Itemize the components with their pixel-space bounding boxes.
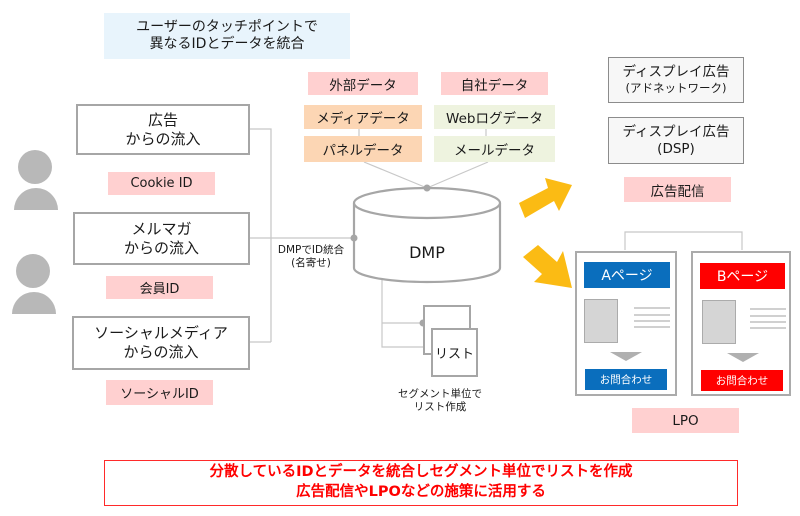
dmp-label: DMP [380,240,474,264]
header-note-line1: ユーザーのタッチポイントで [136,18,318,35]
connector-dmp-list [381,280,428,348]
panel-data-box: パネルデータ [304,136,422,162]
source-title: ソーシャルメディア [94,324,228,343]
page-a-cta-button: お問合わせ [585,369,667,390]
summary-box: 分散しているIDとデータを統合しセグメント単位でリストを作成 広告配信やLPOな… [104,460,738,506]
summary-line1: 分散しているIDとデータを統合しセグメント単位でリストを作成 [209,464,633,481]
landing-page-a: Aページ お問合わせ [575,251,677,396]
ad-box-title: ディスプレイ広告 [622,123,730,140]
page-a-image-placeholder [584,299,618,343]
page-a-cta-text: お問合わせ [599,374,653,386]
ad-box-dsp: ディスプレイ広告 (DSP) [608,117,744,164]
source-box-ad: 広告 からの流入 [76,104,250,155]
dmp-cylinder-top [352,186,502,220]
weblog-data-box: Webログデータ [434,105,555,129]
list-label: リスト [434,347,474,362]
external-data-label: 外部データ [308,72,418,95]
media-data-box: メディアデータ [304,105,422,129]
source-subtitle: からの流入 [123,343,199,361]
lpo-label-text: LPO [672,412,699,429]
page-b-cta-text: お問合わせ [715,375,769,387]
page-a-text-line [634,314,670,316]
user-icon [10,254,56,314]
dmp-cylinder [352,186,502,284]
connector-mail-dmp [426,161,489,189]
dot-dmp-top [423,184,431,192]
user-icon-body [14,188,58,210]
id-badge-text: Cookie ID [130,176,193,191]
integration-label-line2: (名寄せ) [291,257,331,269]
dmp-label-text: DMP [409,242,445,262]
page-b-cta-button: お問合わせ [701,370,783,391]
weblog-data-text: Webログデータ [446,111,543,127]
internal-data-label-text: 自社データ [460,77,529,94]
user-icon [12,150,58,210]
connector-ad [250,128,272,342]
header-note: ユーザーのタッチポイントで 異なるIDとデータを統合 [104,13,350,59]
user-icon-body [12,292,56,314]
page-b-header: Bページ [700,263,785,289]
list-caption: セグメント単位で リスト作成 [383,386,497,416]
page-a-title: Aページ [601,268,653,284]
arrow-down-right-icon [523,245,572,288]
media-data-text: メディアデータ [316,111,410,127]
header-note-line2: 異なるIDとデータを統合 [149,36,305,52]
user-icon-head [18,150,52,184]
integration-label-line1: DMPでID統合 [277,243,345,256]
page-a-text-line [634,326,670,328]
integration-label: DMPでID統合 (名寄せ) [268,242,354,272]
page-b-title: Bページ [716,269,769,285]
ad-box-subtitle: (DSP) [657,140,695,157]
source-box-mail: メルマガ からの流入 [73,212,250,265]
page-b-text-line [750,321,786,323]
id-badge-text: ソーシャルID [120,387,199,402]
landing-page-b: Bページ お問合わせ [691,251,791,396]
page-a-text-line [634,320,670,322]
list-caption-line1: セグメント単位で [398,387,482,400]
page-a-header: Aページ [584,262,670,288]
list-caption-line2: リスト作成 [413,401,467,413]
page-b-image-placeholder [702,300,736,344]
external-data-label-text: 外部データ [329,77,397,94]
page-b-text-line [750,315,786,317]
internal-data-label: 自社データ [441,72,548,95]
id-badge-member: 会員ID [106,276,213,299]
source-subtitle: からの流入 [123,238,199,257]
user-icon-head [16,254,50,288]
lpo-label: LPO [632,408,739,433]
arrow-up-right-icon [519,178,572,218]
ad-box-title: ディスプレイ広告 [622,64,730,81]
id-badge-social: ソーシャルID [106,380,213,405]
connector-panel-dmp [363,161,428,189]
ad-delivery-label: 広告配信 [624,177,731,202]
flow-arrows [519,178,572,288]
dot-dmp-left [350,234,358,242]
summary-line2: 広告配信やLPOなどの施策に活用する [296,484,546,500]
ad-box-subtitle: (アドネットワーク) [625,81,727,96]
list-card-front: リスト [431,328,478,377]
page-a-down-arrow-icon [610,352,642,361]
connector-lpo-pages [624,231,743,250]
mail-data-box: メールデータ [434,136,555,162]
source-title: 広告 [147,110,178,129]
connector-dots [350,184,435,351]
source-title: メルマガ [131,219,192,238]
source-subtitle: からの流入 [125,129,201,148]
id-badge-cookie: Cookie ID [108,172,215,195]
ad-box-adnetwork: ディスプレイ広告 (アドネットワーク) [608,57,744,103]
page-a-text-line [634,307,670,309]
page-b-text-line [750,327,786,329]
page-b-text-line [750,308,786,310]
ad-delivery-label-text: 広告配信 [650,183,705,200]
source-box-social: ソーシャルメディア からの流入 [72,316,250,370]
panel-data-text: パネルデータ [322,143,404,159]
mail-data-text: メールデータ [454,143,535,159]
id-badge-text: 会員ID [139,282,180,297]
page-b-down-arrow-icon [727,353,759,362]
